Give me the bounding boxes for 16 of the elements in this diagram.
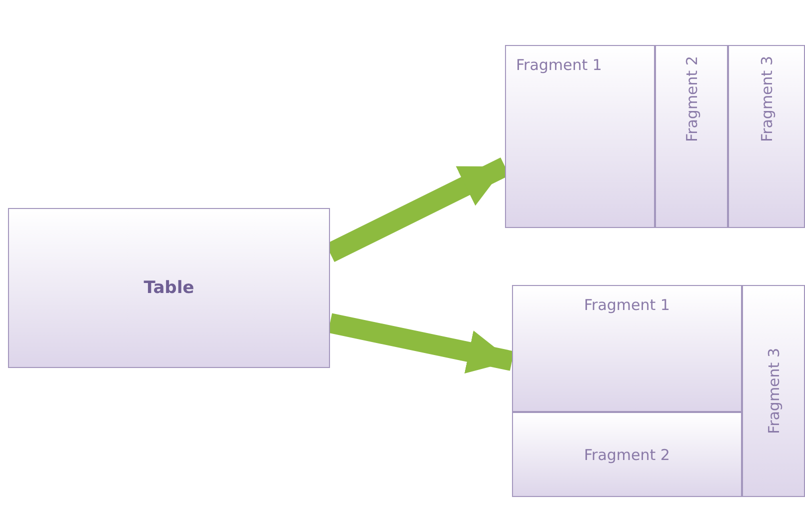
node-label: Table	[144, 278, 194, 298]
fragment-box	[728, 45, 805, 228]
node-label: Fragment 1	[584, 296, 670, 314]
fragment-group	[505, 45, 805, 228]
table-box	[8, 208, 330, 368]
node-label: Fragment 2	[682, 56, 700, 142]
node-label: Fragment 2	[584, 446, 670, 464]
fragment-box	[512, 285, 742, 412]
node-label: Fragment 1	[516, 56, 602, 74]
fragment-box	[742, 285, 805, 497]
node-label: Fragment 3	[764, 348, 782, 434]
fragment-box	[655, 45, 728, 228]
fragment-box	[505, 45, 655, 228]
fragment-group	[512, 285, 805, 497]
node-label: Fragment 3	[758, 56, 776, 142]
fragment-box	[512, 412, 742, 497]
